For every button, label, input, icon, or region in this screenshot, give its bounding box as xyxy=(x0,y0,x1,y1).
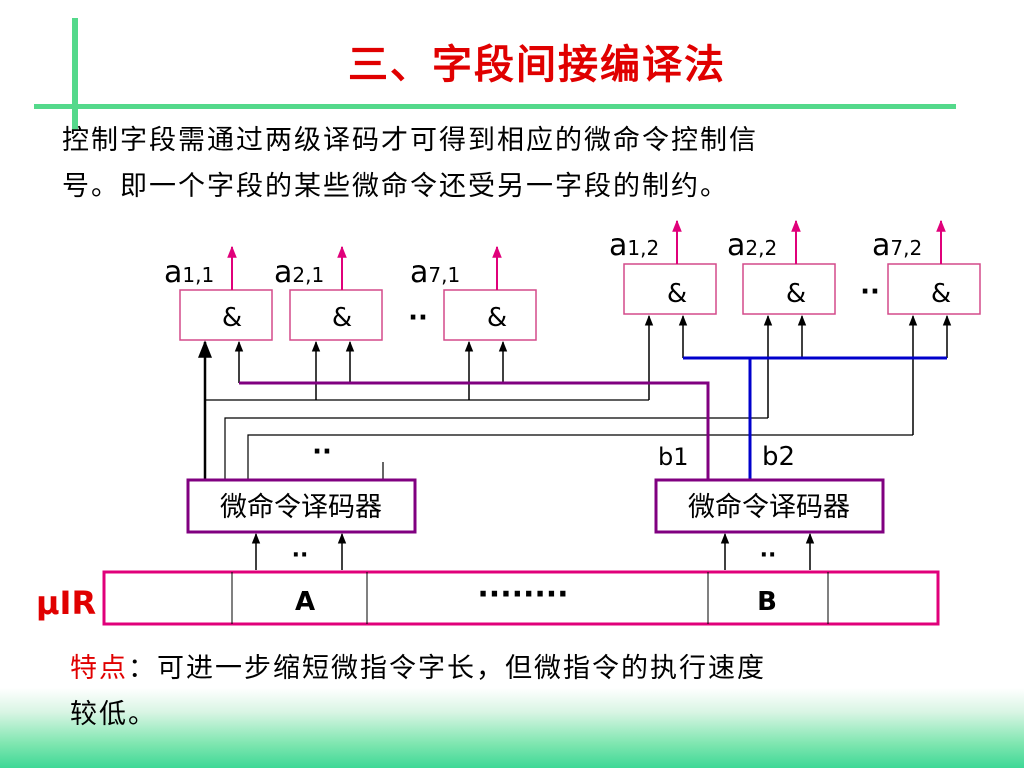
title-underline-bar xyxy=(34,104,956,109)
gate-label-a21: a2,1 xyxy=(274,255,324,290)
register-middle-ellipsis: ········ xyxy=(477,577,568,612)
slide-title: 三、字段间接编译法 xyxy=(348,41,726,88)
decoder-box-left xyxy=(186,478,417,534)
and-symbol: & xyxy=(931,279,951,309)
decoder-output-wires xyxy=(205,399,913,480)
and-gate-a72 xyxy=(887,263,981,315)
feature-label: 特点 xyxy=(70,653,128,684)
and-symbol: & xyxy=(332,303,352,333)
gate-ellipsis-left: ·· xyxy=(408,303,428,333)
wire-ellipsis: ·· xyxy=(312,437,332,467)
b2-label: b2 xyxy=(762,442,795,472)
gate-label-a12: a1,2 xyxy=(609,228,659,263)
b1-wire xyxy=(239,381,710,480)
field-a-label: A xyxy=(295,587,315,617)
feature-line-2: 较低。 xyxy=(70,699,157,730)
gate-label-a11: a1,1 xyxy=(164,255,214,290)
and-gate-a71 xyxy=(443,289,537,341)
and-gate-a21 xyxy=(289,289,383,341)
gate-row-left: & & & a1,1 a2,1 a7,1 ·· xyxy=(164,245,537,341)
b2-wire xyxy=(683,356,947,480)
and-symbol: & xyxy=(667,279,687,309)
gate-row-right: & & & a1,2 a2,2 a7,2 ·· xyxy=(609,219,981,315)
feature-paragraph: 特点：可进一步缩短微指令字长，但微指令的执行速度 较低。 xyxy=(70,646,970,738)
register-field-dividers xyxy=(231,572,829,624)
and-symbol: & xyxy=(786,279,806,309)
title-accent-vertical-bar xyxy=(72,18,78,130)
and-gate-a22 xyxy=(742,263,836,315)
and-symbol: & xyxy=(222,303,242,333)
intro-line-2: 号。即一个字段的某些微命令还受另一字段的制约。 xyxy=(62,171,729,202)
microinstruction-register xyxy=(102,570,940,626)
field-b-label: B xyxy=(757,587,777,617)
gate-ellipsis-right: ·· xyxy=(860,277,880,307)
gate-label-a71: a7,1 xyxy=(410,255,460,290)
feature-colon: ： xyxy=(128,653,157,684)
intro-paragraph: 控制字段需通过两级译码才可得到相应的微命令控制信 号。即一个字段的某些微命令还受… xyxy=(62,118,962,210)
gate-input-arrows xyxy=(198,314,952,480)
and-gate-a12 xyxy=(623,263,717,315)
b1-label: b1 xyxy=(658,443,689,471)
decoder-box-right xyxy=(654,478,885,534)
register-label: μIR xyxy=(36,584,96,622)
feature-text-1: 可进一步缩短微指令字长，但微指令的执行速度 xyxy=(157,653,766,684)
gate-label-a72: a7,2 xyxy=(872,228,922,263)
field-a-ellipsis: ·· xyxy=(292,543,309,568)
feature-line-1: 特点：可进一步缩短微指令字长，但微指令的执行速度 xyxy=(70,646,970,692)
bottom-gradient-band xyxy=(0,688,1024,768)
decoder-label-right: 微命令译码器 xyxy=(688,492,850,523)
and-symbol: & xyxy=(487,303,507,333)
and-gate-a11 xyxy=(179,289,273,341)
register-to-decoder-arrows xyxy=(251,532,815,570)
intro-line-1: 控制字段需通过两级译码才可得到相应的微命令控制信 xyxy=(62,125,758,156)
decoder-label-left: 微命令译码器 xyxy=(220,492,382,523)
gate-label-a22: a2,2 xyxy=(727,228,777,263)
field-b-ellipsis: ·· xyxy=(760,543,777,568)
